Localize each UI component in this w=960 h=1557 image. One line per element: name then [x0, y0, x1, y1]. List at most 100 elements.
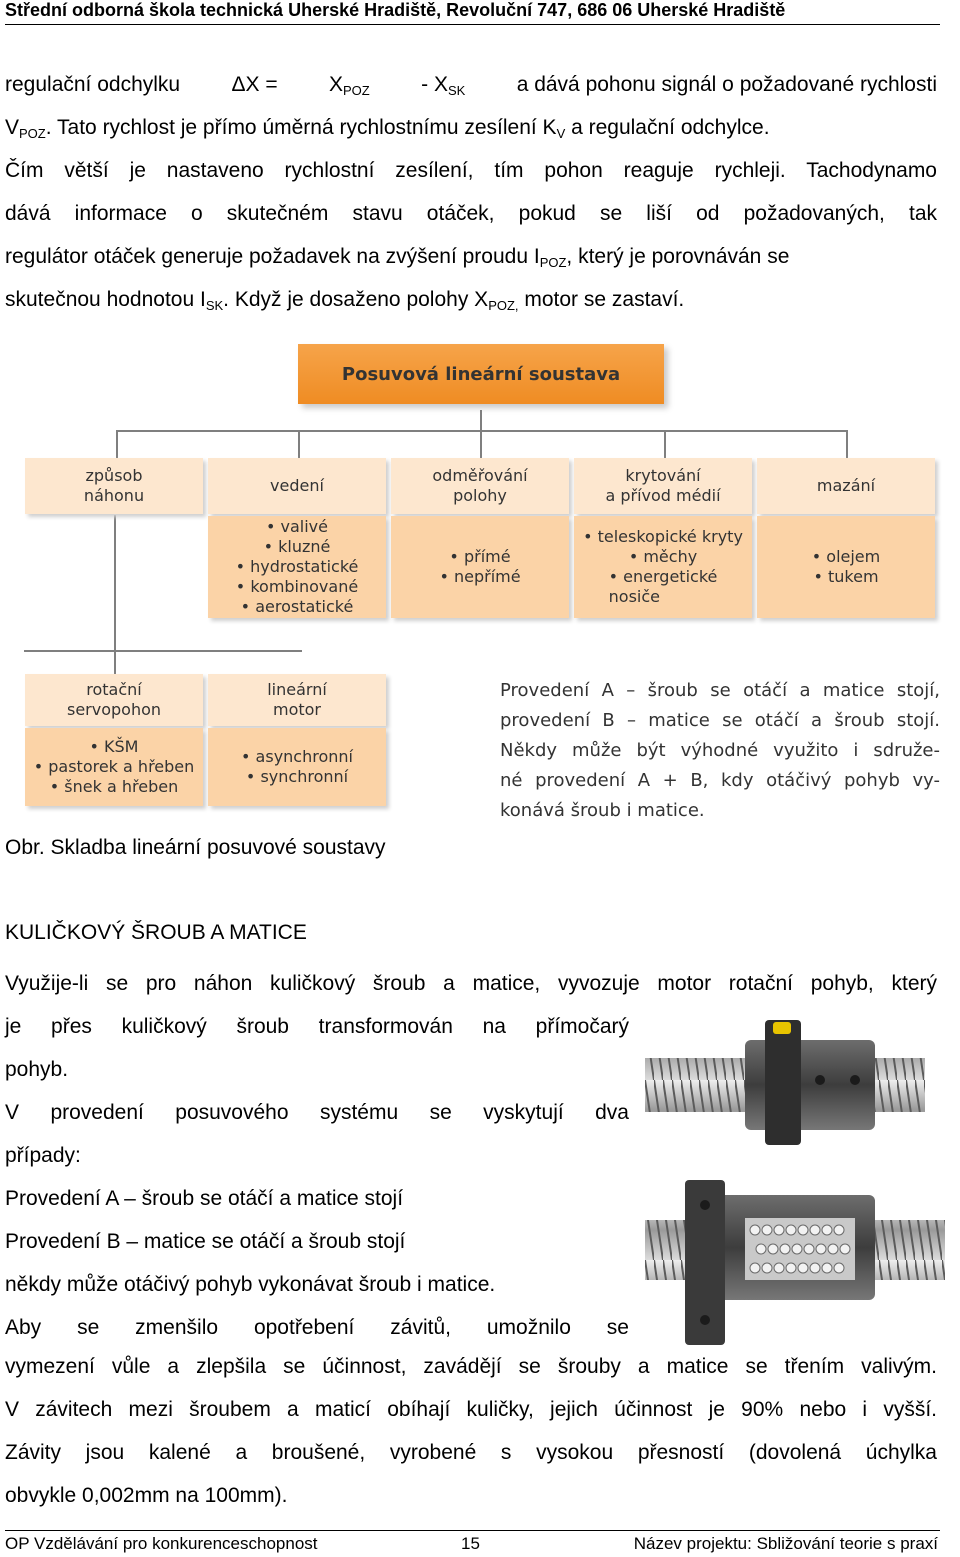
- body-line: Provedení A – šroub se otáčí a matice st…: [5, 1187, 404, 1210]
- diagram-title: Posuvová lineární soustava: [298, 344, 664, 404]
- body-paragraph-tail: vymezení vůle a zlepšila se účinnost, za…: [5, 1345, 937, 1517]
- body-line: vymezení vůle a zlepšila se účinnost, za…: [5, 1355, 937, 1378]
- text-run: X: [329, 73, 344, 96]
- head-label: lineární motor: [267, 680, 327, 719]
- subscript: V: [556, 126, 566, 141]
- subscript: POZ,: [488, 298, 519, 313]
- page-number: 15: [461, 1534, 480, 1553]
- list-item: aerostatické: [241, 597, 353, 617]
- body-mazani: olejem tukem: [757, 516, 935, 618]
- list-item: valivé: [266, 517, 328, 537]
- head-label: odměřování polohy: [432, 466, 528, 505]
- text-run: regulátor otáček generuje požadavek na z…: [5, 245, 540, 268]
- body-paragraph-full: Využije-li se pro náhon kuličkový šroub …: [5, 962, 937, 1005]
- body-line: Využije-li se pro náhon kuličkový šroub …: [5, 972, 937, 995]
- section-heading: KULIČKOVÝ ŠROUB A MATICE: [5, 921, 307, 944]
- head-label: rotační servopohon: [66, 680, 162, 719]
- page-header: Střední odborná škola technická Uherské …: [5, 0, 786, 20]
- subscript: POZ: [343, 83, 370, 98]
- body-odmerovani: přímé nepřímé: [391, 516, 569, 618]
- text-run: a regulační odchylce.: [565, 116, 770, 139]
- body-krytovani: teleskopické kryty měchy energetické nos…: [574, 516, 752, 618]
- connector-line: [116, 430, 118, 460]
- text-run: skutečnou hodnotou I: [5, 288, 206, 311]
- intro-line-1: regulační odchylku ΔX = XPOZ - XSK a dáv…: [5, 63, 937, 106]
- figure-caption: Obr. Skladba lineární posuvové soustavy: [5, 836, 386, 859]
- list-item: pastorek a hřeben: [34, 757, 194, 777]
- text-run: . Tato rychlost je přímo úměrná rychlost…: [45, 116, 557, 139]
- lubrication-nipple: [773, 1022, 791, 1034]
- nut-flange: [685, 1180, 725, 1345]
- subscript: SK: [205, 298, 224, 313]
- subscript: POZ: [19, 126, 46, 141]
- intro-paragraph: regulační odchylku ΔX = XPOZ - XSK a dáv…: [5, 63, 937, 321]
- list-item: KŠM: [90, 737, 138, 757]
- body-line: V závitech mezi šroubem a maticí obíhají…: [5, 1398, 937, 1421]
- head-label: krytování a přívod médií: [605, 466, 721, 505]
- intro-line-6: skutečnou hodnotou ISK. Když je dosaženo…: [5, 278, 937, 321]
- head-rotacni-servopohon: rotační servopohon: [25, 674, 203, 726]
- note-line: provedení B – matice se otáčí a šroub st…: [500, 710, 940, 731]
- flange-hole: [700, 1200, 710, 1210]
- connector-line: [116, 430, 848, 432]
- body-linearni-motor: asynchronní synchronní: [208, 728, 386, 806]
- nut-hole: [850, 1075, 860, 1085]
- subscript: SK: [447, 83, 466, 98]
- body-line: Aby se zmenšilo opotřebení závitů, umožn…: [5, 1316, 629, 1339]
- connector-line: [298, 430, 300, 460]
- connector-line: [480, 430, 482, 460]
- text-run: a dává pohonu signál o požadované rychlo…: [516, 73, 937, 96]
- body-line: pohyb.: [5, 1058, 69, 1081]
- nut-hole: [815, 1075, 825, 1085]
- body-line: V provedení posuvového systému se vyskyt…: [5, 1101, 629, 1124]
- head-odmerovani: odměřování polohy: [391, 458, 569, 514]
- flange-hole: [700, 1315, 710, 1325]
- footer-rule: [5, 1530, 940, 1531]
- connector-line: [480, 410, 482, 432]
- text-run: motor se zastaví.: [518, 288, 685, 311]
- connector-line: [846, 430, 848, 460]
- list-item: olejem: [812, 547, 880, 567]
- head-vedeni: vedení: [208, 458, 386, 514]
- intro-line-5: regulátor otáček generuje požadavek na z…: [5, 235, 937, 278]
- footer-project: Název projektu: Sbližování teorie s prax…: [633, 1534, 938, 1553]
- body-line: případy:: [5, 1144, 81, 1167]
- head-zpusob-nahonu: způsob náhonu: [25, 458, 203, 514]
- head-label: vedení: [270, 476, 324, 495]
- note-line: Provedení A – šroub se otáčí a matice st…: [500, 680, 940, 701]
- list-item: přímé: [449, 547, 511, 567]
- head-linearni-motor: lineární motor: [208, 674, 386, 726]
- intro-line-4: dává informace o skutečném stavu otáček,…: [5, 202, 937, 225]
- body-line: Provedení B – matice se otáčí a šroub st…: [5, 1230, 406, 1253]
- head-krytovani: krytování a přívod médií: [574, 458, 752, 514]
- linear-feed-system-diagram: Posuvová lineární soustava způsob náhonu…: [0, 330, 960, 830]
- body-line: Závity jsou kalené a broušené, vyrobené …: [5, 1441, 937, 1464]
- connector-line: [114, 515, 116, 675]
- subscript: POZ: [539, 255, 567, 270]
- text-run: . Když je dosaženo polohy X: [223, 288, 489, 311]
- ball-screw-image: [645, 1020, 945, 1345]
- list-item: kombinované: [236, 577, 358, 597]
- connector-line: [664, 430, 666, 460]
- head-label: mazání: [816, 476, 876, 495]
- list-item: šnek a hřeben: [50, 777, 178, 797]
- text-run: - X: [421, 73, 448, 96]
- list-item: synchronní: [246, 767, 348, 787]
- body-line: někdy může otáčivý pohyb vykonávat šroub…: [5, 1273, 496, 1296]
- text-run: regulační odchylku: [5, 73, 181, 96]
- text-run: , který je porovnáván se: [566, 245, 790, 268]
- head-mazani: mazání: [757, 458, 935, 514]
- balls: [749, 1224, 851, 1274]
- intro-line-2: V POZ. Tato rychlost je přímo úměrná rych…: [5, 106, 937, 149]
- list-item: energetické nosiče: [609, 567, 718, 607]
- note-line: konává šroub i matice.: [500, 800, 705, 821]
- list-item: měchy: [629, 547, 697, 567]
- text-run: - XSK: [421, 63, 465, 106]
- text-run: ΔX =: [231, 73, 278, 96]
- list-item: kluzné: [264, 537, 330, 557]
- body-paragraph-narrow: je přes kuličkový šroub transformován na…: [5, 1005, 629, 1349]
- body-rotacni-servopohon: KŠM pastorek a hřeben šnek a hřeben: [25, 728, 203, 806]
- connector-line: [24, 650, 302, 652]
- text-run: XPOZ: [329, 63, 370, 106]
- list-item: hydrostatické: [236, 557, 358, 577]
